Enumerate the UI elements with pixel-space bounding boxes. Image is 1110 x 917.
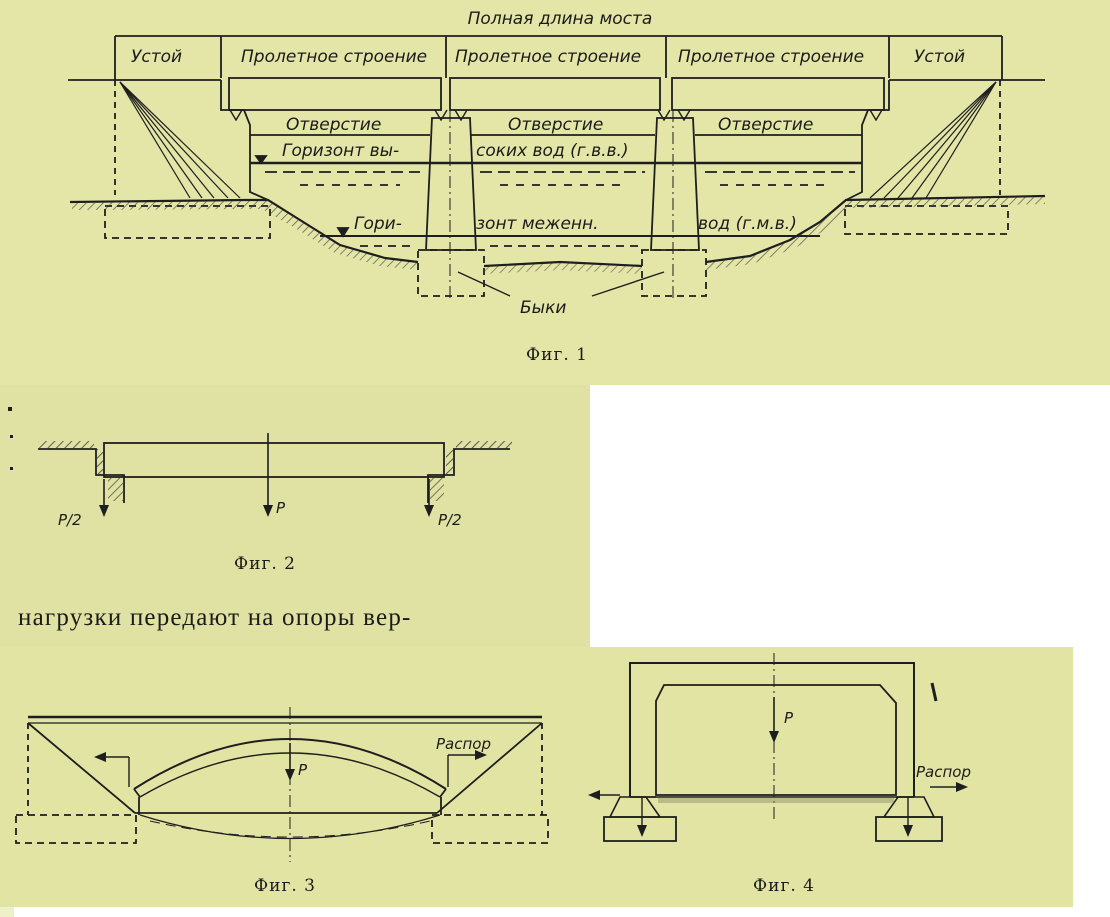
frame-inner-opening — [655, 684, 897, 796]
beam — [103, 442, 445, 478]
full-length-label: Полная длина моста — [468, 9, 653, 29]
ground-left — [69, 198, 419, 264]
pier-2-footing — [641, 249, 707, 297]
frame-footing-left — [603, 816, 677, 842]
arch-footing-left — [15, 814, 137, 844]
arch-abutment-left — [27, 722, 136, 814]
low-water-label-a: Гори- — [354, 214, 402, 234]
figures-3-4-arch-frame: P Распор Фиг. 3 P Распор Фиг. 4 — [0, 647, 1073, 907]
river-bed — [483, 260, 643, 268]
soil-hatch-left — [72, 201, 418, 270]
figure-3-caption: Фиг. 3 — [254, 876, 316, 896]
figure-1-caption: Фиг. 1 — [526, 345, 588, 365]
abutment-left — [220, 80, 269, 201]
arch-footing-right — [431, 814, 549, 844]
figures-3-4-drawing: P Распор Фиг. 3 P Распор Фиг. 4 — [15, 653, 971, 896]
abutment-left-label: Устой — [131, 47, 182, 67]
opening-3-label: Отверстие — [718, 115, 813, 135]
pier-1-footing — [417, 249, 485, 297]
figure-1-bridge-elevation: Полная длина моста Устой Пролетное строе… — [0, 0, 1110, 385]
figure-2-drawing: P P/2 P/2 Фиг. 2 — [8, 407, 512, 574]
piers-label: Быки — [520, 298, 566, 318]
abutment-right-label: Устой — [914, 47, 965, 67]
frame-footing-right — [875, 816, 943, 842]
fig3-thrust-label: Распор — [436, 735, 491, 753]
span-1-label: Пролетное строение — [241, 47, 427, 67]
frame-footing-top-left — [608, 796, 662, 818]
earth-cone-left — [119, 81, 241, 199]
span-structure-3 — [671, 77, 885, 111]
soil-hatch-right — [706, 197, 1045, 270]
opening-1-label: Отверстие — [286, 115, 381, 135]
high-water-label-b: соких вод (г.в.в.) — [476, 141, 629, 161]
fig3-load-label: P — [298, 761, 308, 779]
figure-4-caption: Фиг. 4 — [753, 876, 815, 896]
reaction-right-label: P/2 — [438, 511, 462, 529]
span-structure-2 — [449, 77, 661, 111]
opening-2-label: Отверстие — [508, 115, 603, 135]
abutment-right — [845, 80, 890, 201]
high-water-label-a: Горизонт вы- — [282, 141, 399, 161]
span-2-label: Пролетное строение — [455, 47, 641, 67]
ground-right — [705, 194, 1046, 264]
earth-cone-right — [869, 81, 997, 199]
body-text-line: нагрузки передают на опоры вер- — [18, 604, 412, 631]
low-water-label-b: зонт меженн. — [476, 214, 599, 234]
figure-2-caption: Фиг. 2 — [234, 554, 296, 574]
low-water-label-c: вод (г.м.в.) — [698, 214, 797, 234]
figure-2-simple-beam: P P/2 P/2 Фиг. 2 — [0, 385, 590, 647]
abutment-right-footing — [844, 205, 1009, 235]
reaction-left-label: P/2 — [58, 511, 82, 529]
load-label: P — [276, 499, 286, 517]
figure-1-drawing: Полная длина моста Устой Пролетное строе… — [68, 9, 1046, 365]
pier-1 — [425, 117, 477, 251]
fig4-thrust-label: Распор — [916, 763, 971, 781]
fig4-load-label: P — [784, 709, 794, 727]
pier-2 — [650, 117, 700, 251]
span-3-label: Пролетное строение — [678, 47, 864, 67]
arch-abutment-right — [436, 722, 543, 814]
abutment-left-footing — [104, 205, 271, 239]
frame-outer — [629, 662, 915, 797]
span-structure-1 — [228, 77, 442, 111]
